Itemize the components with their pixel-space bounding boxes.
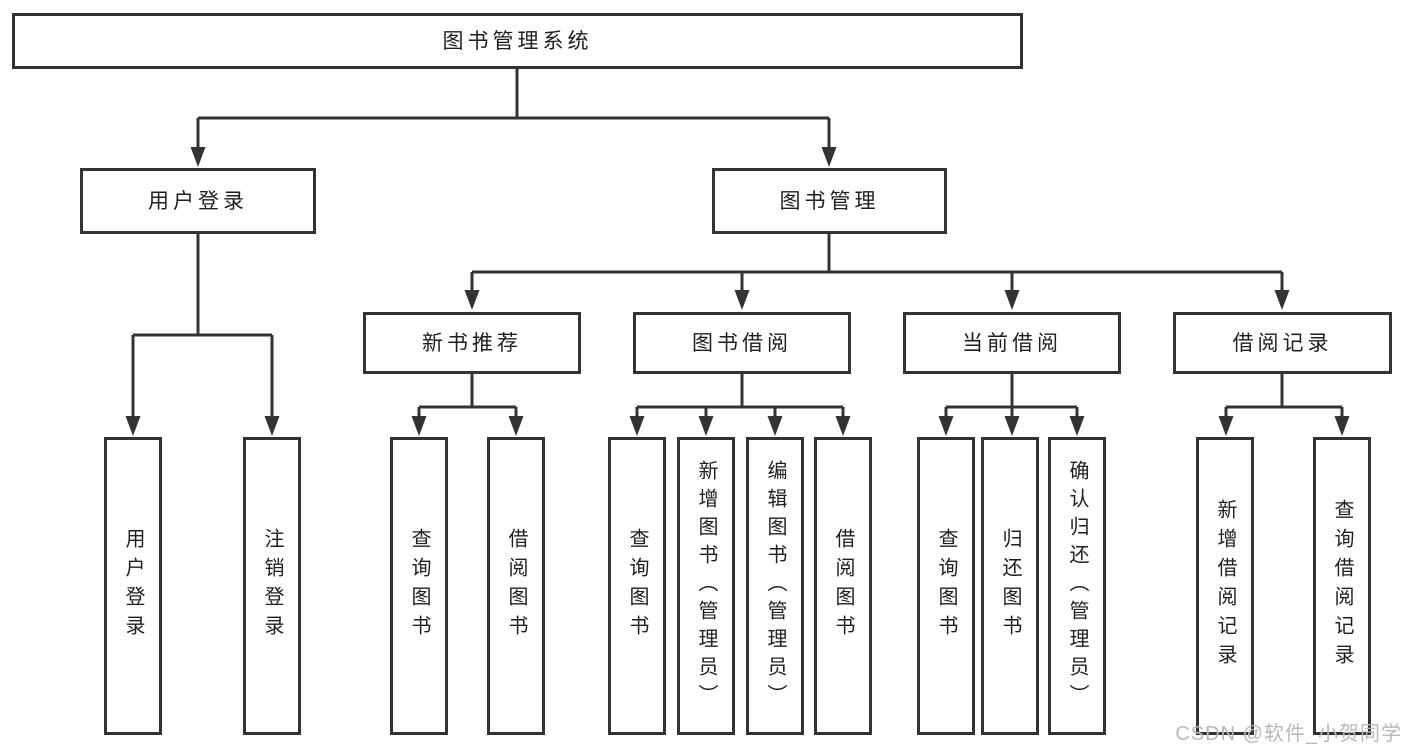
node-leaf-confirm-return-admin: 确认归还（管理员） xyxy=(1048,437,1106,735)
node-label: 图书借阅 xyxy=(692,331,792,355)
node-user-login: 用户登录 xyxy=(80,168,316,234)
node-label: 图书管理系统 xyxy=(442,29,593,53)
node-label: 新书推荐 xyxy=(422,331,522,355)
node-label: 用户登录 xyxy=(122,528,144,644)
node-label: 借阅图书 xyxy=(505,528,527,644)
node-leaf-query-borrow-record: 查询借阅记录 xyxy=(1313,437,1371,735)
node-leaf-add-borrow-record: 新增借阅记录 xyxy=(1196,437,1254,735)
node-label: 查询图书 xyxy=(408,528,430,644)
node-label: 编辑图书（管理员） xyxy=(764,460,786,712)
node-leaf-add-books-admin: 新增图书（管理员） xyxy=(677,437,735,735)
node-label: 查询图书 xyxy=(935,528,957,644)
node-leaf-borrow-books: 借阅图书 xyxy=(814,437,872,735)
node-label: 查询借阅记录 xyxy=(1331,499,1353,673)
node-borrowing-records: 借阅记录 xyxy=(1173,312,1392,374)
node-new-book-recommendation: 新书推荐 xyxy=(363,312,581,374)
node-label: 新增借阅记录 xyxy=(1214,499,1236,673)
node-label: 注销登录 xyxy=(261,528,283,644)
node-book-management: 图书管理 xyxy=(712,168,947,234)
node-label: 当前借阅 xyxy=(962,331,1062,355)
node-leaf-query-books-recommend: 查询图书 xyxy=(390,437,448,735)
node-leaf-return-books: 归还图书 xyxy=(981,437,1039,735)
node-label: 归还图书 xyxy=(999,528,1021,644)
node-leaf-query-books-borrowing: 查询图书 xyxy=(608,437,666,735)
node-label: 确认归还（管理员） xyxy=(1066,460,1088,712)
node-book-borrowing: 图书借阅 xyxy=(633,312,851,374)
node-label: 新增图书（管理员） xyxy=(695,460,717,712)
node-label: 图书管理 xyxy=(779,189,880,213)
node-leaf-query-books-current: 查询图书 xyxy=(917,437,975,735)
node-current-borrowing: 当前借阅 xyxy=(903,312,1121,374)
node-leaf-borrow-books-recommend: 借阅图书 xyxy=(487,437,545,735)
csdn-watermark: CSDN @软件_小贺同学 xyxy=(1175,723,1402,745)
node-leaf-user-login: 用户登录 xyxy=(104,437,162,735)
node-label: 查询图书 xyxy=(626,528,648,644)
node-label: 用户登录 xyxy=(148,189,248,213)
node-leaf-logout: 注销登录 xyxy=(243,437,301,735)
node-label: 借阅图书 xyxy=(832,528,854,644)
node-label: 借阅记录 xyxy=(1232,331,1333,355)
node-book-management-system: 图书管理系统 xyxy=(12,13,1023,69)
node-leaf-edit-books-admin: 编辑图书（管理员） xyxy=(746,437,804,735)
